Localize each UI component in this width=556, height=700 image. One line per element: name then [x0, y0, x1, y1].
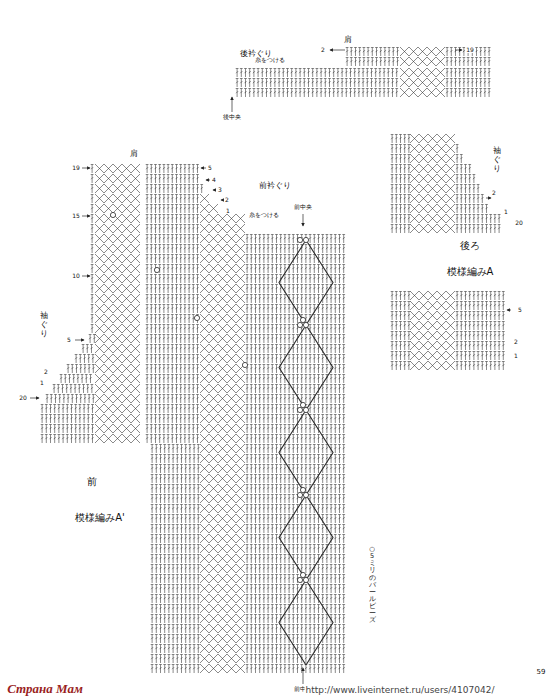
bead-symbol	[303, 577, 308, 582]
chart-label: 19	[465, 47, 475, 53]
vertical-note: ○5ミリのパールビーズ	[368, 546, 377, 625]
chart-label: 前	[86, 477, 98, 487]
chart-label: 1	[513, 353, 519, 359]
bead-symbol	[300, 402, 305, 407]
chart-label: 2	[513, 339, 519, 345]
bead-symbol	[194, 315, 199, 320]
chart-label: 20	[514, 220, 524, 226]
row-arrow	[82, 276, 90, 277]
chart-label: 1	[225, 208, 231, 214]
row-arrow	[213, 190, 216, 191]
diamond-lattice	[279, 240, 306, 665]
row-arrow	[201, 168, 206, 169]
bead-symbol	[297, 237, 302, 242]
chart-label: 肩	[129, 150, 139, 158]
chart-label: 19	[71, 165, 81, 171]
chart-label: 後衿ぐり	[239, 50, 273, 58]
watermark: Страна Мам	[6, 682, 84, 695]
bead-symbol	[297, 577, 302, 582]
chart-label: 10	[71, 273, 81, 279]
chart-label: 2	[320, 47, 326, 53]
chart-label: 後ろ	[459, 241, 481, 251]
chart-label: 前衿ぐり	[258, 182, 292, 190]
chart-label: 模様編みA'	[74, 513, 126, 523]
chart-label: 5	[66, 337, 72, 343]
chart-label: 15	[71, 213, 81, 219]
bead-symbol	[154, 267, 159, 272]
bead-symbol	[303, 492, 308, 497]
bead-symbol	[303, 237, 308, 242]
chart-label: 糸をつける	[254, 58, 286, 64]
row-arrow	[82, 168, 90, 169]
bead-symbol	[303, 407, 308, 412]
stitch-rows	[41, 47, 505, 673]
chart-label: 糸をつける	[248, 213, 280, 219]
vertical-note: 袖ぐり	[492, 147, 502, 173]
row-arrow	[303, 668, 304, 684]
bead-symbol	[300, 487, 305, 492]
row-arrow	[75, 340, 84, 341]
bead-symbol	[297, 492, 302, 497]
row-arrow	[82, 216, 90, 217]
chart-label: 5	[207, 165, 213, 171]
chart-label: 4	[211, 177, 217, 183]
diamond-lattice	[306, 240, 333, 665]
chart-label: 1	[39, 380, 45, 386]
chart-label: 前中央	[293, 205, 313, 211]
source-url: http://www.liveinternet.ru/users/4107042…	[305, 686, 496, 695]
chart-label: 2	[224, 197, 230, 203]
chart-label: 2	[43, 369, 49, 375]
row-arrow	[232, 97, 233, 112]
bead-symbol	[110, 212, 115, 217]
chart-label: 2	[491, 190, 497, 196]
chart-label: 5	[517, 307, 523, 313]
chart-label: 1	[503, 209, 509, 215]
chart-label: 20	[18, 395, 28, 401]
vertical-note: 袖ぐり	[39, 312, 49, 338]
row-arrow	[303, 214, 304, 226]
row-arrow	[455, 50, 462, 51]
chart-label: 後中央	[222, 115, 242, 121]
chart-label: 肩	[343, 36, 353, 44]
bead-symbol	[303, 322, 308, 327]
row-arrow	[486, 198, 491, 199]
bead-symbol	[297, 322, 302, 327]
row-arrow	[30, 398, 39, 399]
bead-symbol	[300, 572, 305, 577]
bead-symbol	[300, 317, 305, 322]
bead-symbol	[297, 407, 302, 412]
chart-label: 模様編みA	[446, 267, 495, 277]
bead-symbol	[242, 362, 247, 367]
row-arrow	[221, 200, 223, 201]
row-arrow	[206, 180, 210, 181]
row-arrow	[507, 310, 511, 311]
chart-label: 59	[536, 669, 547, 676]
chart-label: 3	[217, 187, 223, 193]
row-arrow	[330, 50, 345, 51]
